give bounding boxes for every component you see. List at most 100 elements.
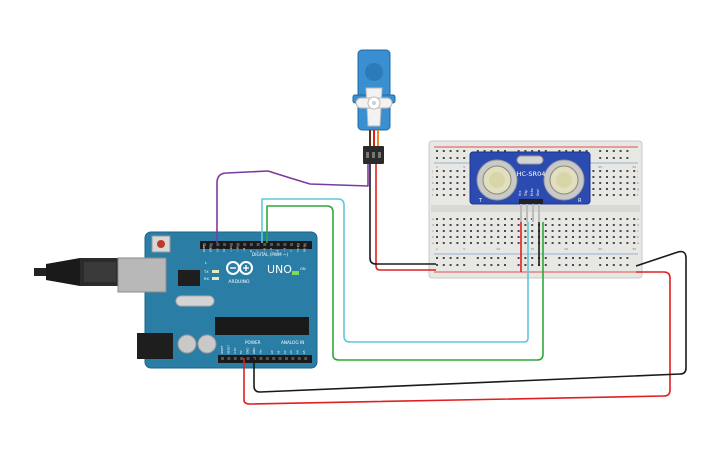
breadboard-hole[interactable]	[476, 242, 479, 244]
breadboard-hole[interactable]	[619, 188, 622, 190]
wire-red-servo-power[interactable]	[375, 164, 436, 271]
bottom-header-pin[interactable]	[221, 357, 224, 360]
breadboard-hole[interactable]	[612, 224, 615, 226]
breadboard-hole[interactable]	[544, 230, 547, 232]
breadboard-hole[interactable]	[572, 242, 574, 244]
breadboard-hole[interactable]	[572, 150, 574, 152]
bottom-header-pin[interactable]	[291, 357, 295, 360]
breadboard-hole[interactable]	[463, 218, 466, 220]
breadboard-hole[interactable]	[524, 230, 527, 232]
breadboard-hole[interactable]	[456, 242, 459, 244]
breadboard-hole[interactable]	[449, 157, 452, 159]
breadboard-hole[interactable]	[558, 257, 561, 259]
breadboard-hole[interactable]	[456, 236, 459, 238]
breadboard-hole[interactable]	[456, 230, 459, 232]
breadboard-hole[interactable]	[436, 150, 438, 152]
breadboard-hole[interactable]	[449, 224, 452, 226]
breadboard-hole[interactable]	[442, 264, 445, 266]
breadboard-hole[interactable]	[517, 242, 520, 244]
bottom-header-pin[interactable]	[297, 357, 301, 360]
breadboard-hole[interactable]	[436, 257, 438, 259]
breadboard-hole[interactable]	[599, 176, 602, 178]
breadboard-hole[interactable]	[456, 176, 459, 178]
breadboard-hole[interactable]	[497, 224, 500, 226]
breadboard-hole[interactable]	[599, 182, 602, 184]
bottom-header-pin[interactable]	[278, 357, 282, 360]
breadboard-hole[interactable]	[612, 264, 615, 266]
breadboard-hole[interactable]	[612, 194, 615, 196]
breadboard-hole[interactable]	[510, 224, 513, 226]
breadboard-hole[interactable]	[497, 236, 500, 238]
breadboard-hole[interactable]	[578, 230, 581, 232]
breadboard-hole[interactable]	[633, 236, 636, 238]
breadboard-hole[interactable]	[497, 242, 500, 244]
breadboard-hole[interactable]	[456, 150, 459, 152]
breadboard-hole[interactable]	[619, 150, 622, 152]
digital-header-pin[interactable]	[270, 243, 273, 246]
breadboard-hole[interactable]	[612, 218, 615, 220]
breadboard-hole[interactable]	[531, 236, 534, 238]
breadboard-hole[interactable]	[599, 236, 602, 238]
digital-header-pin[interactable]	[303, 243, 307, 246]
breadboard-hole[interactable]	[504, 264, 506, 266]
breadboard-hole[interactable]	[476, 236, 479, 238]
breadboard-hole[interactable]	[626, 264, 629, 266]
breadboard-hole[interactable]	[449, 182, 452, 184]
breadboard-hole[interactable]	[565, 242, 568, 244]
breadboard-hole[interactable]	[436, 264, 438, 266]
breadboard-hole[interactable]	[436, 236, 438, 238]
breadboard-hole[interactable]	[606, 264, 608, 266]
breadboard-hole[interactable]	[456, 188, 459, 190]
digital-header-pin[interactable]	[249, 243, 253, 246]
breadboard-hole[interactable]	[442, 257, 445, 259]
breadboard-hole[interactable]	[619, 264, 622, 266]
breadboard-hole[interactable]	[456, 194, 459, 196]
breadboard-hole[interactable]	[551, 242, 554, 244]
breadboard-hole[interactable]	[599, 170, 602, 172]
breadboard-hole[interactable]	[449, 264, 452, 266]
breadboard-hole[interactable]	[456, 264, 459, 266]
breadboard-hole[interactable]	[633, 188, 636, 190]
breadboard-hole[interactable]	[606, 257, 608, 259]
breadboard-hole[interactable]	[504, 150, 506, 152]
breadboard-hole[interactable]	[565, 230, 568, 232]
breadboard-hole[interactable]	[626, 194, 629, 196]
breadboard-hole[interactable]	[606, 182, 608, 184]
breadboard-hole[interactable]	[565, 257, 568, 259]
breadboard-hole[interactable]	[456, 257, 459, 259]
breadboard-hole[interactable]	[626, 157, 629, 159]
breadboard-hole[interactable]	[572, 218, 574, 220]
breadboard-hole[interactable]	[599, 224, 602, 226]
power-jack[interactable]	[137, 333, 173, 359]
breadboard-hole[interactable]	[626, 224, 629, 226]
breadboard-hole[interactable]	[442, 176, 445, 178]
breadboard-hole[interactable]	[626, 182, 629, 184]
breadboard-hole[interactable]	[524, 236, 527, 238]
breadboard-hole[interactable]	[463, 176, 466, 178]
breadboard-hole[interactable]	[612, 157, 615, 159]
breadboard-hole[interactable]	[504, 242, 506, 244]
breadboard-hole[interactable]	[463, 157, 466, 159]
breadboard-hole[interactable]	[483, 264, 486, 266]
breadboard-hole[interactable]	[436, 230, 438, 232]
breadboard-hole[interactable]	[606, 242, 608, 244]
breadboard-hole[interactable]	[633, 194, 636, 196]
breadboard-hole[interactable]	[517, 257, 520, 259]
breadboard-hole[interactable]	[558, 264, 561, 266]
breadboard-hole[interactable]	[463, 188, 466, 190]
breadboard-hole[interactable]	[449, 242, 452, 244]
breadboard-hole[interactable]	[626, 176, 629, 178]
breadboard-hole[interactable]	[483, 224, 486, 226]
breadboard-hole[interactable]	[510, 242, 513, 244]
breadboard-hole[interactable]	[606, 170, 608, 172]
breadboard-hole[interactable]	[449, 176, 452, 178]
breadboard-hole[interactable]	[456, 218, 459, 220]
bottom-header-pin[interactable]	[246, 357, 250, 360]
ultrasonic-sensor[interactable]: HC-SR04 T R Vcc Trig Echo Gnd	[469, 151, 591, 222]
breadboard-hole[interactable]	[619, 257, 622, 259]
breadboard-hole[interactable]	[442, 224, 445, 226]
breadboard-hole[interactable]	[633, 224, 636, 226]
breadboard-hole[interactable]	[606, 236, 608, 238]
wire-black-servo-ground[interactable]	[369, 164, 436, 265]
breadboard-hole[interactable]	[626, 230, 629, 232]
